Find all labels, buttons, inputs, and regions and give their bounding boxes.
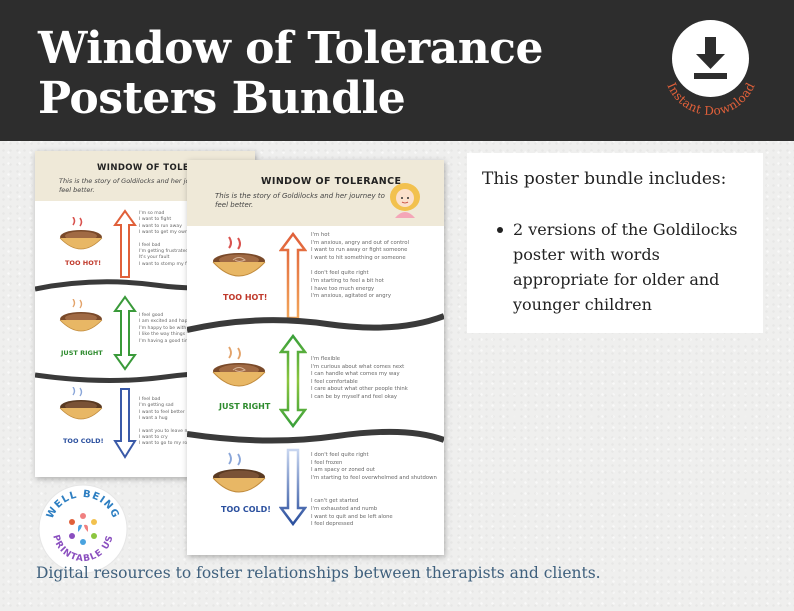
zone-line: I want to go to my ro: [139, 441, 188, 447]
instant-download-text: Instant Download: [664, 80, 757, 118]
zone-lines: I'm flexible I'm curious about what come…: [311, 356, 408, 402]
instant-download-badge: Instant Download: [664, 80, 757, 118]
poster-subtitle-line-1: This is the story of Goldilocks and her …: [59, 177, 217, 185]
poster-title: WINDOW OF TOLERANCE: [97, 163, 224, 173]
zone-lines: I'm so mad I want to fight I want to run…: [139, 211, 190, 268]
info-title: This poster bundle includes:: [482, 169, 727, 189]
page-title: Window of Tolerance Posters Bundle: [38, 24, 543, 124]
zone-line: I can be by myself and feel okay: [311, 393, 398, 400]
zone-line: I am spacy or zoned out: [311, 467, 375, 474]
zone-label: JUST RIGHT: [61, 349, 103, 357]
cold-porridge-bowl-icon: [212, 452, 266, 493]
zone-line: I'm exhausted and numb: [311, 505, 378, 512]
zone-line: I feel good: [139, 313, 164, 318]
zone-line: I care about what other people think: [311, 386, 408, 393]
zone-line: I feel frozen: [311, 459, 343, 466]
zone-line: I'm starting to feel overwhelmed and shu…: [311, 474, 437, 481]
poster-subtitle-line-2: feel better.: [215, 201, 254, 210]
download-icon: [694, 37, 727, 79]
info-bullet-text: 2 versions of the Goldilocks poster with…: [513, 220, 738, 314]
double-arrow-icon: [113, 295, 137, 371]
zone-line: I feel comfortable: [311, 378, 358, 385]
bullet-icon: [497, 227, 503, 233]
zone-line: I want to cry: [139, 435, 168, 441]
zone-line: I want you to leave m: [139, 428, 189, 434]
hot-porridge-bowl-icon: [212, 236, 266, 277]
zone-line: I'm starting to feel a bit hot: [311, 277, 384, 284]
poster-older-preview: WINDOW OF TOLERANCE This is the story of…: [187, 160, 444, 555]
zone-label: JUST RIGHT: [219, 402, 271, 411]
zone-line: I want to feel better: [139, 409, 185, 415]
zone-line: I'm having a good time: [139, 338, 193, 344]
zone-line: I am excited and happ: [139, 319, 191, 325]
up-arrow-icon: [279, 232, 307, 320]
zone-lines: I feel bad I'm getting sad I want to fee…: [139, 397, 189, 448]
zone-line: I'm anxious, agitated or angry: [311, 293, 391, 300]
zone-line: I'm flexible: [311, 356, 341, 362]
cold-porridge-bowl-icon: [59, 387, 103, 420]
zone-line: I want to run away or fight someone: [311, 247, 408, 254]
bundle-info-box: This poster bundle includes: 2 versions …: [467, 153, 763, 333]
zone-line: I don't feel quite right: [311, 452, 369, 458]
down-arrow-icon: [279, 448, 307, 526]
svg-text:Instant Download: Instant Download: [664, 80, 757, 118]
zone-label: TOO HOT!: [65, 259, 102, 267]
zone-line: I'm curious about what comes next: [311, 363, 405, 370]
poster-subtitle: This is the story of Goldilocks and her …: [59, 177, 217, 195]
zone-line: I want to get my own: [139, 230, 188, 236]
zone-line: I like the way things fe: [139, 332, 192, 338]
zone-line: I can't get started: [311, 498, 359, 505]
zone-line: I want to fight: [139, 217, 172, 223]
goldilocks-girl-icon: [390, 183, 420, 218]
zone-line: It's your fault: [139, 255, 170, 261]
zone-line: I'm getting frustrated: [139, 249, 189, 255]
zone-line: I don't feel quite right: [311, 270, 369, 277]
heart-flower-icon: [69, 513, 97, 545]
header-banner: Window of Tolerance Posters Bundle Insta…: [0, 0, 794, 141]
zone-line: I have too much energy: [311, 285, 375, 292]
poster-subtitle: This is the story of Goldilocks and her …: [215, 192, 385, 211]
zone-lines: I'm hot I'm anxious, angry and out of co…: [311, 232, 409, 301]
zone-line: I want to run away: [139, 223, 182, 229]
down-arrow-icon: [113, 388, 137, 459]
zone-label: TOO COLD!: [221, 505, 271, 514]
poster-subtitle-line-2: feel better.: [59, 185, 95, 194]
zone-line: I'm happy to be with o: [139, 325, 191, 331]
well-being-printable-logo: WELL BEING PRINTABLE US: [38, 484, 128, 574]
double-arrow-icon: [279, 334, 307, 428]
zone-line: I feel depressed: [311, 521, 354, 528]
zone-label: TOO HOT!: [223, 293, 268, 302]
poster-subtitle-line-1: This is the story of Goldilocks and her …: [215, 192, 385, 200]
poster-title: WINDOW OF TOLERANCE: [261, 176, 402, 187]
zone-line: I feel bad: [139, 397, 161, 402]
up-arrow-icon: [113, 209, 137, 278]
zone-lines: I feel good I am excited and happ I'm ha…: [139, 313, 192, 345]
download-button[interactable]: [672, 20, 749, 97]
zone-line: I feel bad: [139, 242, 161, 248]
zone-line: I can handle what comes my way: [311, 371, 400, 378]
zone-line: I want to hit something or someone: [311, 254, 406, 261]
zone-line: I'm getting sad: [139, 403, 174, 409]
zone-divider: [187, 313, 444, 333]
porridge-bowl-icon: [59, 299, 103, 332]
title-line-1: Window of Tolerance: [38, 23, 543, 74]
zone-line: I want to stomp my fe: [139, 261, 190, 267]
zone-line: I'm anxious, angry and out of control: [311, 239, 409, 246]
zone-lines: I don't feel quite right I feel frozen I…: [311, 452, 437, 529]
zone-line: I want a hug: [139, 416, 168, 422]
hot-porridge-bowl-icon: [59, 217, 103, 250]
footer-tagline: Digital resources to foster relationship…: [36, 564, 601, 582]
zone-line: I want to quit and be left alone: [311, 513, 393, 520]
title-line-2: Posters Bundle: [38, 73, 406, 124]
zone-divider: [187, 428, 444, 444]
zone-line: I'm so mad: [139, 211, 165, 216]
zone-line: I'm hot: [311, 232, 330, 238]
porridge-bowl-icon: [212, 346, 266, 387]
zone-label: TOO COLD!: [63, 437, 104, 445]
